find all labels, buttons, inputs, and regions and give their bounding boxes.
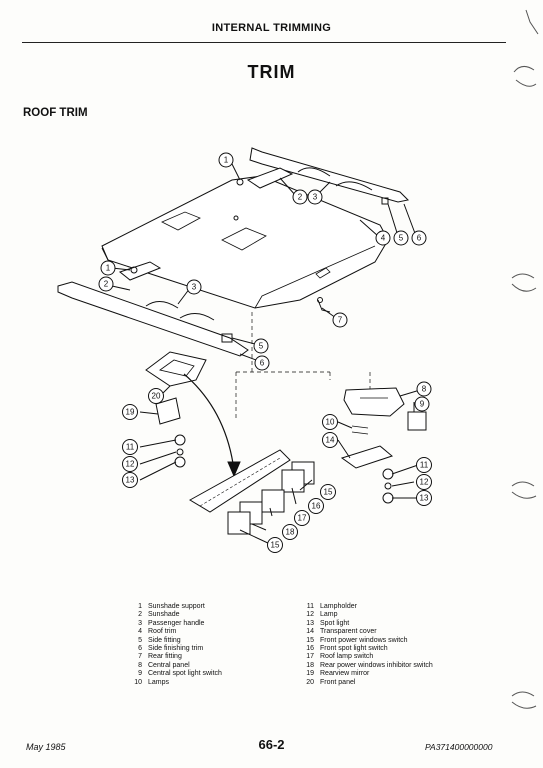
svg-text:14: 14 xyxy=(326,436,335,445)
svg-text:20: 20 xyxy=(152,392,161,401)
console-panel xyxy=(189,449,291,513)
callout-2: 2 xyxy=(292,189,308,205)
svg-text:5: 5 xyxy=(259,342,264,351)
svg-text:15: 15 xyxy=(271,541,280,550)
page-number: 66-2 xyxy=(258,737,285,752)
svg-text:12: 12 xyxy=(126,460,135,469)
callout-12b: 12 xyxy=(416,474,432,490)
svg-text:5: 5 xyxy=(399,234,404,243)
page-header: INTERNAL TRIMMING xyxy=(211,22,332,34)
svg-text:11: 11 xyxy=(420,461,429,470)
callout-12: 12 xyxy=(122,456,138,472)
callout-17: 17 xyxy=(294,510,310,526)
roof-trim-panel xyxy=(101,175,389,309)
callout-18: 18 xyxy=(282,524,298,540)
rearview-mirror xyxy=(155,397,181,425)
scan-edge-marks xyxy=(511,9,539,709)
svg-text:15: 15 xyxy=(324,488,333,497)
svg-text:6: 6 xyxy=(260,359,265,368)
callout-1: 1 xyxy=(218,152,234,168)
callout-5b: 5 xyxy=(253,338,269,354)
lower-side-rail xyxy=(57,281,249,357)
callout-4: 4 xyxy=(375,230,391,246)
callout-19: 19 xyxy=(122,404,138,420)
svg-text:13: 13 xyxy=(126,476,135,485)
svg-text:2: 2 xyxy=(298,193,303,202)
svg-text:1: 1 xyxy=(106,264,111,273)
svg-text:19: 19 xyxy=(126,408,135,417)
callout-20: 20 xyxy=(148,388,164,404)
svg-text:12: 12 xyxy=(420,478,429,487)
svg-text:9: 9 xyxy=(420,400,425,409)
callout-11: 11 xyxy=(122,439,138,455)
document-code: PA371400000000 xyxy=(425,742,493,752)
svg-text:6: 6 xyxy=(417,234,422,243)
svg-text:7: 7 xyxy=(338,316,343,325)
callout-16: 16 xyxy=(308,498,324,514)
svg-text:18: 18 xyxy=(286,528,295,537)
svg-text:3: 3 xyxy=(313,193,318,202)
svg-text:11: 11 xyxy=(126,443,135,452)
roof-trim-exploded-diagram: 1 2 3 4 5 6 1 2 3 7 5 6 20 19 11 12 13 8… xyxy=(57,147,432,553)
svg-text:13: 13 xyxy=(420,494,429,503)
page-title: TRIM xyxy=(247,62,296,82)
svg-text:3: 3 xyxy=(192,283,197,292)
callout-11b: 11 xyxy=(416,457,432,473)
callout-6: 6 xyxy=(411,230,427,246)
callout-10: 10 xyxy=(322,414,338,430)
callout-1b: 1 xyxy=(100,260,116,276)
svg-text:4: 4 xyxy=(381,234,386,243)
svg-text:1: 1 xyxy=(224,156,229,165)
callout-14: 14 xyxy=(322,432,338,448)
callout-3b: 3 xyxy=(186,279,202,295)
svg-text:10: 10 xyxy=(326,418,335,427)
callout-6b: 6 xyxy=(254,355,270,371)
header-rule xyxy=(22,42,506,43)
callout-5: 5 xyxy=(393,230,409,246)
central-panel xyxy=(343,387,405,417)
section-title: ROOF TRIM xyxy=(23,107,88,119)
callout-7: 7 xyxy=(332,312,348,328)
svg-text:2: 2 xyxy=(104,280,109,289)
svg-text:16: 16 xyxy=(312,502,321,511)
svg-text:8: 8 xyxy=(422,385,427,394)
callout-9: 9 xyxy=(414,396,430,412)
callout-13: 13 xyxy=(122,472,138,488)
callout-8: 8 xyxy=(416,381,432,397)
callout-15: 15 xyxy=(320,484,336,500)
sunshade-rear xyxy=(246,167,294,189)
callout-2b: 2 xyxy=(98,276,114,292)
transparent-cover xyxy=(340,445,394,469)
footer-date: May 1985 xyxy=(26,742,66,752)
callout-13b: 13 xyxy=(416,490,432,506)
svg-text:17: 17 xyxy=(298,514,307,523)
front-panel xyxy=(145,351,207,387)
callout-3: 3 xyxy=(307,189,323,205)
sunshade-front xyxy=(118,261,162,281)
callout-15b: 15 xyxy=(267,537,283,553)
